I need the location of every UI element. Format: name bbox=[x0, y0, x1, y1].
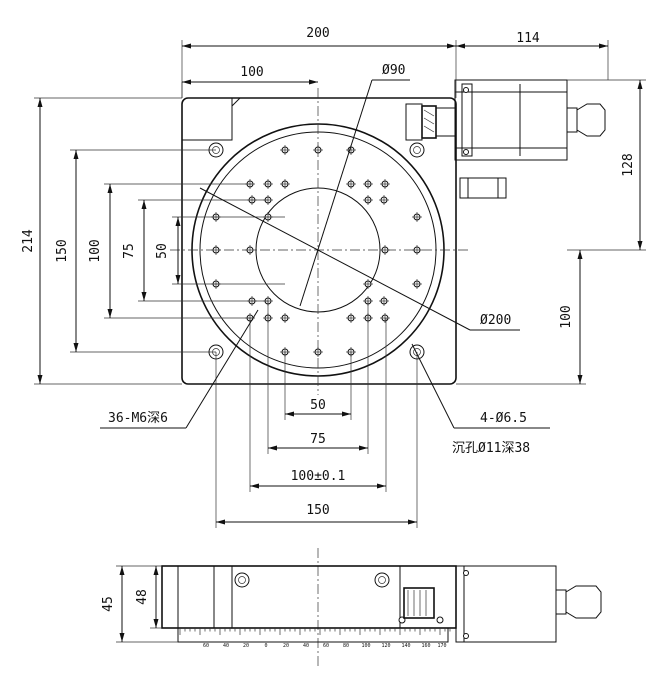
scale-label: 60 bbox=[323, 643, 329, 649]
dim-motor-width: 114 bbox=[516, 31, 540, 46]
base-plate bbox=[181, 97, 457, 385]
scale-ticks bbox=[179, 628, 451, 635]
dim-side-48: 48 bbox=[135, 589, 150, 605]
dim-outer-dia: Ø200 bbox=[480, 313, 511, 328]
plate-notch bbox=[182, 98, 233, 141]
dim-h150: 150 bbox=[55, 239, 70, 262]
dim-top-width: 200 bbox=[306, 26, 329, 41]
dim-motor-height: 128 bbox=[621, 153, 636, 176]
scale-strip bbox=[177, 627, 449, 643]
scale-labels: 60 40 20 0 20 40 60 80 100 120 140 160 1… bbox=[203, 643, 447, 649]
scale-label: 100 bbox=[361, 643, 370, 649]
dim-right-100: 100 bbox=[559, 305, 574, 328]
scale-label: 170 bbox=[437, 643, 446, 649]
dim-h75: 75 bbox=[122, 243, 137, 259]
scale-label: 60 bbox=[203, 643, 209, 649]
dim-side-45: 45 bbox=[101, 596, 116, 612]
note-tapped-holes: 36-M6深6 bbox=[108, 411, 168, 426]
motor-assembly bbox=[405, 79, 606, 199]
dim-b50: 50 bbox=[310, 398, 326, 413]
dim-b75: 75 bbox=[310, 432, 326, 447]
scale-label: 120 bbox=[381, 643, 390, 649]
side-view: 60 40 20 0 20 40 60 80 100 120 140 160 1… bbox=[101, 548, 602, 668]
note-mount-holes: 4-Ø6.5 bbox=[480, 411, 527, 426]
top-view: 200 114 100 Ø90 214 150 100 bbox=[21, 26, 646, 528]
dim-h50: 50 bbox=[155, 243, 170, 259]
mount-holes bbox=[208, 142, 425, 360]
dim-h100: 100 bbox=[88, 239, 103, 262]
scale-label: 40 bbox=[223, 643, 229, 649]
note-counterbore: 沉孔Ø11深38 bbox=[452, 441, 530, 456]
scale-label: 20 bbox=[243, 643, 249, 649]
scale-label: 160 bbox=[421, 643, 430, 649]
dim-b150: 150 bbox=[306, 503, 329, 518]
scale-label: 80 bbox=[343, 643, 349, 649]
dim-inner-width: 100 bbox=[240, 65, 263, 80]
dim-table-dia: Ø90 bbox=[382, 63, 405, 78]
scale-label: 140 bbox=[401, 643, 410, 649]
scale-label: 0 bbox=[264, 643, 267, 649]
tapped-holes bbox=[211, 145, 422, 357]
dim-total-height: 214 bbox=[21, 229, 36, 253]
scale-label: 40 bbox=[303, 643, 309, 649]
dim-b100: 100±0.1 bbox=[291, 469, 346, 484]
scale-label: 20 bbox=[283, 643, 289, 649]
